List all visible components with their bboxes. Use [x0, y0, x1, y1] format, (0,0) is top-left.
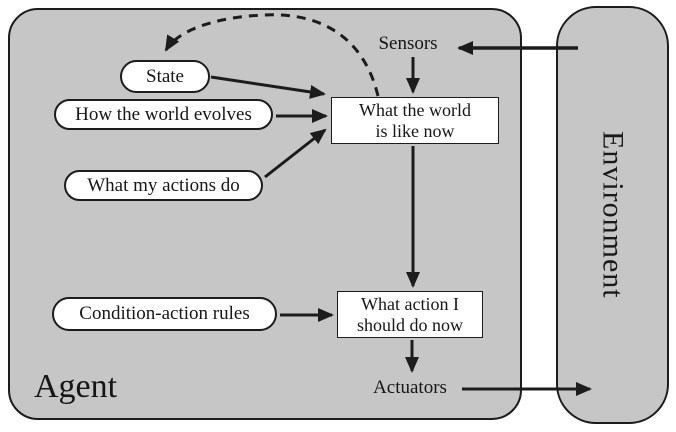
- actuators-label: Actuators: [373, 377, 447, 398]
- agent-container: [8, 8, 522, 420]
- box-action-choice: What action I should do now: [337, 291, 483, 338]
- node-how-world-evolves: How the world evolves: [54, 99, 273, 130]
- sensors-label: Sensors: [378, 33, 438, 54]
- box-world-state-line1: What the world: [359, 99, 471, 120]
- agent-label: Agent: [34, 368, 118, 405]
- node-state-label: State: [146, 65, 184, 87]
- box-world-state-line2: is like now: [375, 120, 455, 141]
- node-how-world-evolves-label: How the world evolves: [75, 103, 252, 125]
- node-condition-action-rules: Condition-action rules: [52, 297, 277, 331]
- box-world-state: What the world is like now: [331, 97, 499, 144]
- node-what-actions-do: What my actions do: [64, 170, 263, 201]
- environment-container: Environment: [556, 6, 669, 424]
- node-condition-action-rules-label: Condition-action rules: [79, 303, 250, 324]
- environment-label: Environment: [596, 131, 630, 299]
- box-action-choice-line1: What action I: [361, 293, 459, 314]
- node-state: State: [120, 60, 210, 93]
- node-what-actions-do-label: What my actions do: [87, 174, 240, 196]
- box-action-choice-line2: should do now: [356, 314, 463, 335]
